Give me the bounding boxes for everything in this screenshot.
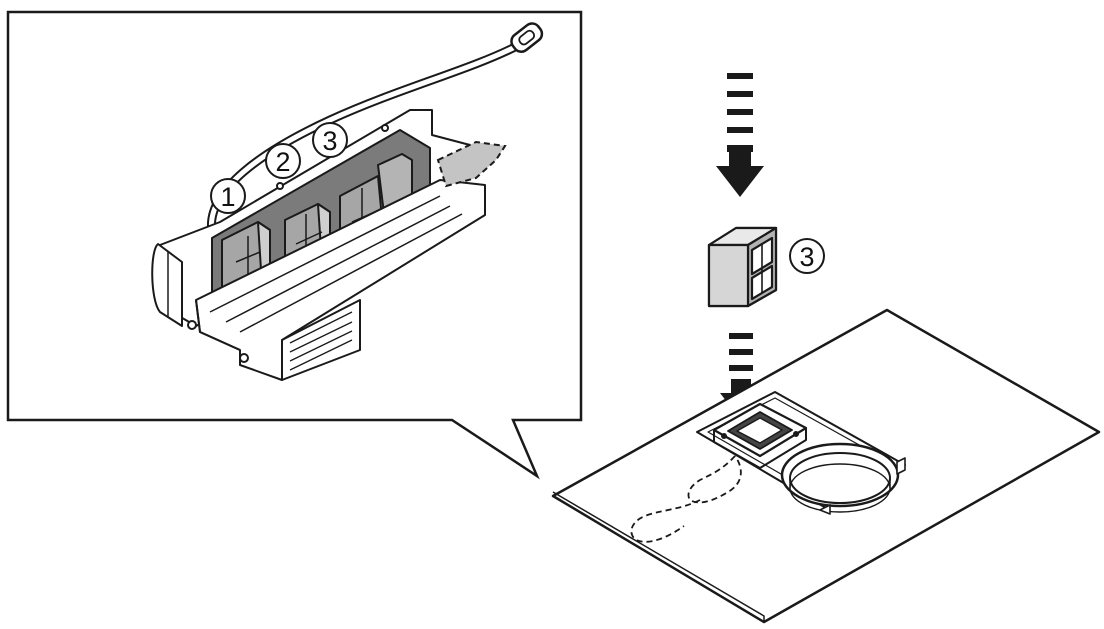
callout-filter-label: 3	[799, 242, 814, 272]
fan-opening	[780, 442, 900, 513]
callout-filter: 3	[789, 238, 825, 274]
inserting-cartridge	[436, 140, 507, 188]
housing-left-cap	[151, 243, 183, 327]
tray-grille	[281, 299, 361, 381]
insert-arrow-upper	[716, 73, 764, 197]
callout-3: 3	[312, 122, 348, 158]
filter-cartridge-part	[707, 226, 778, 308]
filter-housing	[151, 109, 486, 381]
callout-1: 1	[210, 178, 246, 214]
cable-route	[630, 455, 742, 543]
filter-slot	[712, 402, 808, 469]
cable-plug	[510, 22, 544, 53]
callout-2-label: 2	[275, 147, 290, 177]
callout-3-label: 3	[322, 126, 337, 156]
part-callouts: 1 2 3	[210, 122, 348, 214]
ceiling-panel	[551, 308, 1101, 624]
callout-1-label: 1	[220, 182, 235, 212]
callout-2: 2	[265, 143, 301, 179]
